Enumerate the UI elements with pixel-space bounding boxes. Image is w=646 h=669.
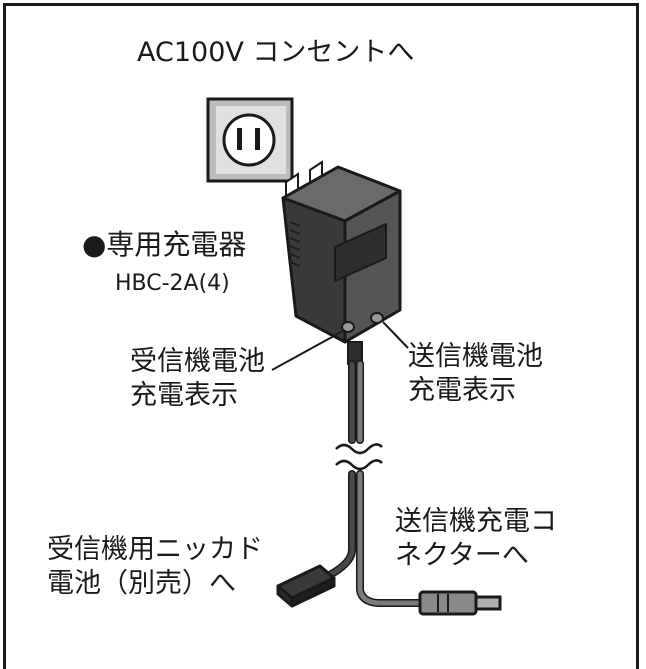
rx-battery-label: 受信機用ニッカド 電池（別売）へ — [47, 533, 263, 601]
charger-body — [281, 165, 402, 365]
indicator-leaders — [271, 321, 409, 371]
charger-model-label: HBC-2A(4) — [115, 271, 230, 296]
rx-indicator-line1: 受信機電池 — [130, 346, 265, 377]
tx-connector-plug — [418, 590, 502, 616]
rx-battery-line1: 受信機用ニッカド — [47, 534, 263, 565]
figure-frame — [3, 3, 639, 669]
tx-indicator-line2: 充電表示 — [408, 374, 516, 406]
tx-connector-line1: 送信機充電コ — [395, 506, 557, 537]
cable-break-mark — [335, 443, 383, 471]
rx-indicator-line2: 充電表示 — [130, 379, 238, 411]
tx-indicator-line1: 送信機電池 — [408, 341, 543, 372]
tx-connector-line2: ネクターへ — [395, 539, 529, 571]
charger-name-label: ●専用充電器 — [82, 228, 247, 261]
rx-battery-connector — [276, 564, 336, 608]
tx-connector-label: 送信機充電コ ネクターへ — [395, 505, 557, 573]
rx-indicator-label: 受信機電池 充電表示 — [130, 345, 265, 413]
outlet-label: AC100V コンセントへ — [137, 37, 415, 68]
rx-battery-line2: 電池（別売）へ — [47, 567, 236, 599]
wall-outlet — [206, 97, 294, 183]
tx-indicator-label: 送信機電池 充電表示 — [408, 340, 543, 408]
